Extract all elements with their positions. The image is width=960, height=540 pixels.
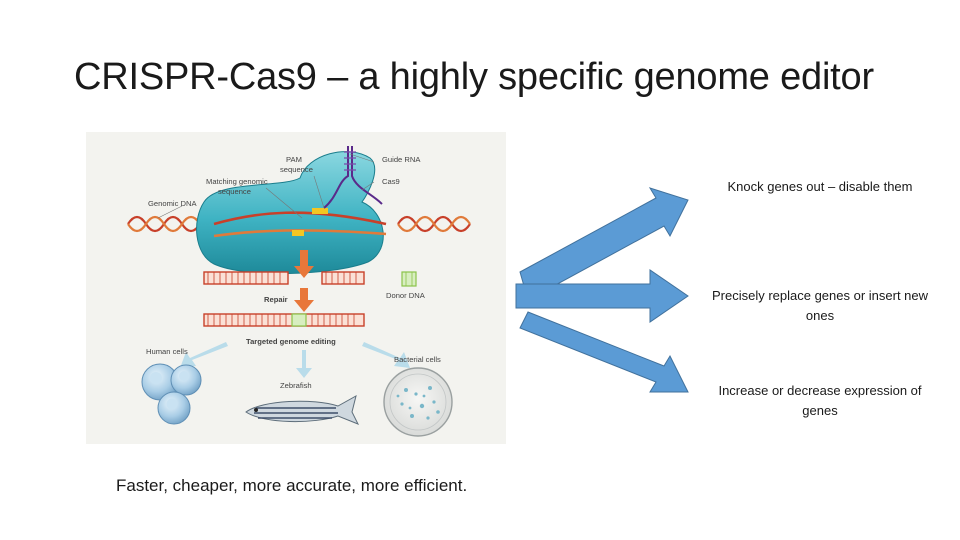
label-human-cells: Human cells (146, 347, 188, 356)
crispr-illustration: PAM sequence Guide RNA Matching genomic … (86, 132, 506, 444)
arrow-right-icon (362, 342, 410, 368)
arrow-down-icon (294, 288, 314, 312)
outcome-knockout: Knock genes out – disable them (727, 179, 913, 194)
slide-caption: Faster, cheaper, more accurate, more eff… (116, 476, 468, 495)
arrow-down-icon (296, 350, 312, 378)
label-zebrafish: Zebrafish (280, 381, 312, 390)
label-genomic-dna: Genomic DNA (148, 199, 197, 208)
label-bacterial-cells: Bacterial cells (394, 355, 441, 364)
guide-rna (323, 146, 383, 209)
arrow-down-icon (294, 250, 314, 278)
label-repair: Repair (264, 295, 288, 304)
outcome-arrows (515, 187, 689, 393)
slide-title: CRISPR-Cas9 – a highly specific genome e… (74, 56, 874, 98)
outcome-replace: Precisely replace genes or insert new on… (711, 288, 929, 323)
callout-lines (157, 153, 375, 219)
arrow-right-icon (515, 269, 689, 323)
outcome-expression: Increase or decrease expression of genes (718, 383, 922, 418)
petri-dish (383, 367, 453, 437)
label-donor-dna: Donor DNA (386, 291, 426, 300)
donor-dna (401, 271, 417, 287)
cut-dna (203, 271, 365, 285)
label-targeted-editing: Targeted genome editing (246, 337, 336, 346)
dna-in-cas9 (213, 208, 387, 238)
label-pam: PAM (286, 155, 302, 164)
human-cells (141, 363, 202, 425)
label-guide-rna: Guide RNA (382, 155, 421, 164)
label-pam-sequence: sequence (280, 165, 313, 174)
repaired-dna (203, 313, 365, 327)
label-matching-sequence: sequence (218, 187, 251, 196)
arrow-left-icon (180, 342, 228, 368)
label-matching: Matching genomic (206, 177, 268, 186)
zebrafish (245, 395, 360, 425)
arrow-down-right-icon (519, 311, 689, 393)
label-cas9: Cas9 (382, 177, 400, 186)
